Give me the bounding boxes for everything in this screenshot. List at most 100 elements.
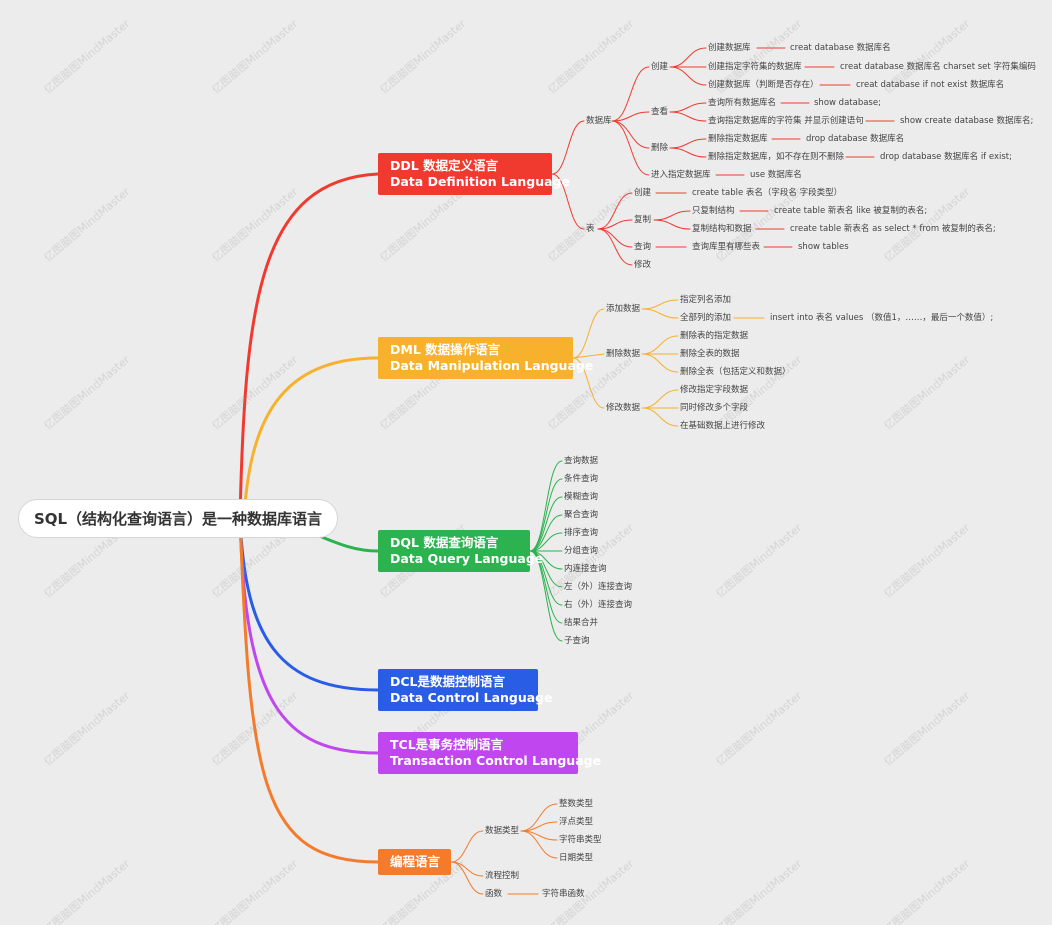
ddl-table-query-sql[interactable]: show tables bbox=[798, 242, 849, 252]
topic-tcl-line1: TCL是事务控制语言 bbox=[390, 737, 504, 752]
dql-item[interactable]: 条件查询 bbox=[564, 474, 599, 484]
dql-item[interactable]: 内连接查询 bbox=[564, 564, 607, 574]
prog-flow[interactable]: 流程控制 bbox=[485, 871, 520, 881]
ddl-create-db-charset[interactable]: 创建指定字符集的数据库 bbox=[708, 62, 802, 72]
prog-data-types[interactable]: 数据类型 bbox=[485, 826, 520, 836]
dml-add-col[interactable]: 指定列名添加 bbox=[680, 295, 732, 305]
dql-item[interactable]: 结果合并 bbox=[564, 618, 599, 628]
ddl-delete[interactable]: 删除 bbox=[651, 143, 669, 153]
connector-ddl-database bbox=[551, 120, 585, 175]
dml-add-all-sql[interactable]: insert into 表名 values （数值1，……，最后一个数值）; bbox=[770, 313, 994, 323]
prog-float[interactable]: 浮点类型 bbox=[559, 817, 594, 827]
ddl-delete-db-check[interactable]: 删除指定数据库，如不存在则不删除 bbox=[708, 152, 845, 162]
ddl-table-copy-data[interactable]: 复制结构和数据 bbox=[692, 224, 752, 234]
dql-item[interactable]: 查询数据 bbox=[564, 456, 599, 466]
topic-programming[interactable]: 编程语言 bbox=[378, 849, 451, 875]
connector-dml-add bbox=[572, 308, 605, 359]
ddl-database[interactable]: 数据库 bbox=[586, 116, 612, 126]
prog-func[interactable]: 函数 bbox=[485, 889, 503, 899]
connector-db-create bbox=[611, 66, 650, 122]
topic-ddl-line2: Data Definition Language bbox=[390, 174, 570, 189]
dql-item[interactable]: 左（外）连接查询 bbox=[564, 582, 633, 592]
dql-item[interactable]: 聚合查询 bbox=[564, 510, 599, 520]
ddl-view-charset[interactable]: 查询指定数据库的字符集 并显示创建语句 bbox=[708, 116, 864, 126]
ddl-create-db-check[interactable]: 创建数据库（判断是否存在） bbox=[708, 80, 819, 90]
dml-delete-full[interactable]: 删除全表（包括定义和数据） bbox=[680, 367, 791, 377]
dml-modify-multi[interactable]: 同时修改多个字段 bbox=[680, 403, 749, 413]
dql-item[interactable]: 右（外）连接查询 bbox=[564, 600, 633, 610]
connector-db-view bbox=[611, 111, 650, 122]
dml-delete-all[interactable]: 删除全表的数据 bbox=[680, 349, 740, 359]
ddl-view-all[interactable]: 查询所有数据库名 bbox=[708, 98, 777, 108]
topic-ddl[interactable]: DDL 数据定义语言 Data Definition Language bbox=[378, 153, 570, 195]
ddl-enter-sql[interactable]: use 数据库名 bbox=[750, 170, 802, 180]
root-topic[interactable]: SQL（结构化查询语言）是一种数据库语言 bbox=[18, 499, 338, 538]
ddl-table-query[interactable]: 查询 bbox=[634, 242, 652, 252]
dml-delete-spec[interactable]: 删除表的指定数据 bbox=[680, 331, 749, 341]
connector-mod-c bbox=[641, 407, 679, 427]
connector-dql-item bbox=[529, 514, 563, 552]
prog-date[interactable]: 日期类型 bbox=[559, 853, 594, 863]
dql-item[interactable]: 排序查询 bbox=[564, 528, 599, 538]
topic-dml-line1: DML 数据操作语言 bbox=[390, 342, 501, 357]
connector-add-2 bbox=[641, 308, 679, 319]
dml-add[interactable]: 添加数据 bbox=[606, 304, 641, 314]
prog-string[interactable]: 字符串类型 bbox=[559, 835, 602, 845]
connector-table-modify bbox=[597, 228, 633, 266]
ddl-view[interactable]: 查看 bbox=[651, 107, 669, 117]
connector-root-dcl bbox=[238, 516, 380, 692]
ddl-table-copy-struct[interactable]: 只复制结构 bbox=[692, 206, 735, 216]
ddl-table-modify[interactable]: 修改 bbox=[634, 260, 652, 270]
ddl-delete-db[interactable]: 删除指定数据库 bbox=[708, 134, 768, 144]
ddl-delete-db-sql[interactable]: drop database 数据库名 bbox=[806, 134, 905, 144]
ddl-create-db-check-sql[interactable]: creat database if not exist 数据库名 bbox=[856, 80, 1005, 90]
connector-view-2 bbox=[669, 111, 707, 122]
ddl-table-create-sql[interactable]: create table 表名（字段名 字段类型） bbox=[692, 188, 843, 198]
dml-delete[interactable]: 删除数据 bbox=[606, 349, 641, 359]
topic-dql-line2: Data Query Language bbox=[390, 551, 544, 566]
dql-item[interactable]: 分组查询 bbox=[564, 546, 599, 556]
dql-item[interactable]: 子查询 bbox=[564, 636, 590, 646]
prog-string-func[interactable]: 字符串函数 bbox=[542, 889, 585, 899]
connector-copy-2 bbox=[653, 219, 691, 230]
topic-programming-label: 编程语言 bbox=[390, 854, 441, 869]
dql-item[interactable]: 模糊查询 bbox=[564, 492, 599, 502]
ddl-create-db[interactable]: 创建数据库 bbox=[708, 43, 751, 53]
prog-int[interactable]: 整数类型 bbox=[559, 799, 594, 809]
ddl-enter[interactable]: 进入指定数据库 bbox=[651, 170, 711, 180]
dml-modify[interactable]: 修改数据 bbox=[606, 403, 641, 413]
ddl-create-db-sql[interactable]: creat database 数据库名 bbox=[790, 43, 891, 53]
topic-dcl[interactable]: DCL是数据控制语言 Data Control Language bbox=[378, 669, 553, 711]
topic-dql-line1: DQL 数据查询语言 bbox=[390, 535, 499, 550]
connector-prog-func bbox=[450, 861, 484, 895]
dml-add-all[interactable]: 全部列的添加 bbox=[680, 313, 732, 323]
topic-dql[interactable]: DQL 数据查询语言 Data Query Language bbox=[378, 530, 544, 572]
dml-modify-field[interactable]: 修改指定字段数据 bbox=[680, 385, 749, 395]
connector-del-a bbox=[641, 335, 679, 355]
connector-type-item bbox=[520, 803, 558, 832]
ddl-table-create[interactable]: 创建 bbox=[634, 188, 652, 198]
ddl-table-copy-struct-sql[interactable]: create table 新表名 like 被复制的表名; bbox=[774, 206, 928, 216]
topic-dcl-line1: DCL是数据控制语言 bbox=[390, 674, 506, 689]
ddl-delete-db-check-sql[interactable]: drop database 数据库名 if exist; bbox=[880, 152, 1012, 162]
connector-create-1 bbox=[669, 47, 707, 68]
connector-table-create bbox=[597, 192, 633, 230]
connector-dml-mod bbox=[572, 357, 605, 409]
topic-tcl[interactable]: TCL是事务控制语言 Transaction Control Language bbox=[378, 732, 602, 774]
topic-dml[interactable]: DML 数据操作语言 Data Manipulation Language bbox=[378, 337, 593, 379]
ddl-view-all-sql[interactable]: show database; bbox=[814, 98, 881, 108]
ddl-table-copy[interactable]: 复制 bbox=[634, 215, 652, 225]
ddl-create[interactable]: 创建 bbox=[651, 62, 669, 72]
ddl-table-query-list[interactable]: 查询库里有哪些表 bbox=[692, 242, 761, 252]
ddl-create-db-charset-sql[interactable]: creat database 数据库名 charset set 字符集编码 bbox=[840, 62, 1036, 72]
connector-dql-item bbox=[529, 532, 563, 552]
connector-root-ddl bbox=[238, 172, 380, 520]
connector-type-item bbox=[520, 830, 558, 859]
ddl-table[interactable]: 表 bbox=[586, 224, 595, 234]
topic-tcl-line2: Transaction Control Language bbox=[390, 753, 602, 768]
ddl-table-copy-data-sql[interactable]: create table 新表名 as select * from 被复制的表名… bbox=[790, 224, 996, 234]
dml-modify-base[interactable]: 在基础数据上进行修改 bbox=[680, 421, 766, 431]
connector-db-enter bbox=[611, 120, 650, 176]
connector-dml-del bbox=[572, 353, 605, 359]
ddl-view-charset-sql[interactable]: show create database 数据库名; bbox=[900, 116, 1034, 126]
